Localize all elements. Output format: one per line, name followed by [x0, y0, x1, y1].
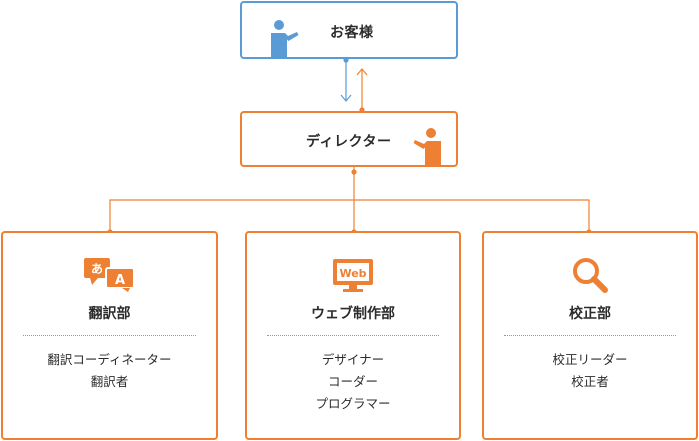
- dept-title: 校正部: [569, 306, 611, 322]
- director-label: ディレクター: [306, 134, 392, 150]
- customer-label: お客様: [330, 25, 374, 41]
- role-item: コーダー: [327, 374, 378, 389]
- role-item: プログラマー: [315, 396, 391, 411]
- role-item: 翻訳コーディネーター: [47, 352, 172, 367]
- role-item: デザイナー: [321, 352, 385, 367]
- web-dept: Web ウェブ制作部 デザイナー コーダー プログラマー: [245, 231, 461, 440]
- person-icon: [268, 19, 304, 63]
- translation-icon-right-glyph: A: [114, 273, 124, 288]
- translation-icon: あ A: [82, 256, 138, 296]
- role-item: 翻訳者: [90, 374, 129, 389]
- branch-lines: [109, 166, 590, 232]
- web-icon-text: Web: [339, 267, 366, 280]
- person-icon: [408, 127, 444, 171]
- dept-title: 翻訳部: [88, 306, 131, 322]
- divider: [504, 335, 676, 336]
- role-list: 翻訳コーディネーター 翻訳者: [3, 349, 216, 393]
- role-item: 校正リーダー: [552, 352, 628, 367]
- director-box: ディレクター: [240, 111, 458, 167]
- role-item: 校正者: [571, 374, 609, 389]
- proofreading-dept: 校正部 校正リーダー 校正者: [482, 231, 698, 440]
- web-monitor-icon: Web: [331, 257, 375, 297]
- divider: [267, 335, 439, 336]
- role-list: 校正リーダー 校正者: [484, 349, 696, 393]
- divider: [23, 335, 196, 336]
- customer-box: お客様: [240, 1, 458, 59]
- translation-dept: あ A 翻訳部 翻訳コーディネーター 翻訳者: [1, 231, 218, 440]
- branch-dots: [107, 169, 592, 235]
- dept-title: ウェブ制作部: [311, 306, 395, 322]
- role-list: デザイナー コーダー プログラマー: [247, 349, 459, 415]
- magnifier-icon: [570, 255, 610, 299]
- translation-icon-left-glyph: あ: [90, 262, 102, 276]
- response-arrow: [356, 68, 368, 113]
- request-arrow: [340, 57, 352, 102]
